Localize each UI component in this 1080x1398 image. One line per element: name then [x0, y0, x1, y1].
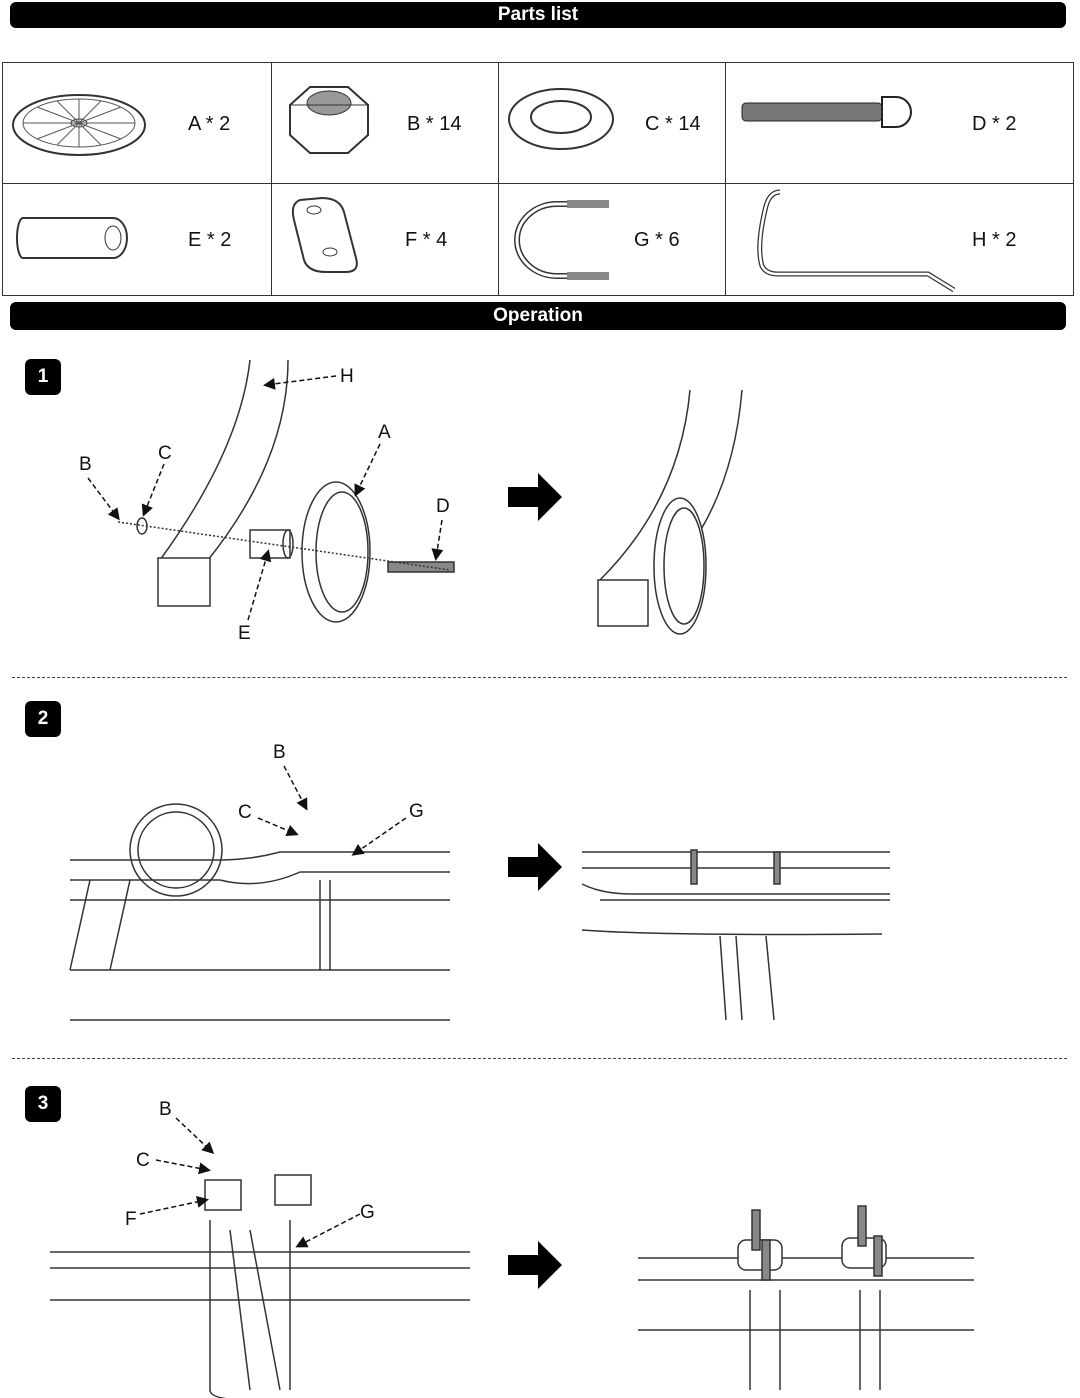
step-2-badge: 2: [25, 701, 61, 737]
parts-table: A * 2 B * 14 C * 14 D * 2 E * 2 F *: [2, 62, 1074, 296]
spacer-tube-icon: [16, 217, 128, 259]
part-f: F * 4: [271, 183, 499, 296]
hex-nut-icon: [289, 86, 369, 154]
callout-e: E: [238, 623, 251, 644]
part-label: B * 14: [407, 113, 462, 135]
handle-bar-icon: [757, 189, 956, 293]
part-label: F * 4: [405, 229, 448, 251]
callout-g: G: [360, 1202, 375, 1223]
callout-b: B: [79, 454, 92, 475]
part-label: H * 2: [972, 229, 1017, 251]
callout-h: H: [340, 366, 354, 387]
part-d: D * 2: [725, 62, 1074, 184]
u-bolt-icon: [514, 200, 609, 280]
callout-f: F: [125, 1209, 137, 1230]
part-label: D * 2: [972, 113, 1017, 135]
step-divider: [12, 677, 1067, 678]
callout-c: C: [238, 802, 252, 823]
step-divider: [12, 1058, 1067, 1059]
callout-b: B: [159, 1099, 172, 1120]
part-e: E * 2: [2, 183, 272, 296]
callout-c: C: [136, 1150, 150, 1171]
parts-list-header: Parts list: [10, 2, 1066, 28]
part-g: G * 6: [498, 183, 726, 296]
part-c: C * 14: [498, 62, 726, 184]
callout-a: A: [378, 422, 391, 443]
part-b: B * 14: [271, 62, 499, 184]
part-label: E * 2: [188, 229, 232, 251]
callout-c: C: [158, 443, 172, 464]
operation-header: Operation: [10, 302, 1066, 330]
step-1-badge: 1: [25, 359, 61, 395]
next-arrow-icons: [508, 473, 562, 1289]
callout-g: G: [409, 801, 424, 822]
plate-icon: [291, 196, 358, 273]
step-3-badge: 3: [25, 1086, 61, 1122]
bolt-icon: [741, 96, 912, 128]
wheel-icon: [12, 94, 146, 156]
washer-icon: [508, 88, 614, 150]
part-label: C * 14: [645, 113, 701, 135]
callout-d: D: [436, 496, 450, 517]
part-h: H * 2: [725, 183, 1074, 296]
part-label: G * 6: [634, 229, 680, 251]
part-label: A * 2: [188, 113, 231, 135]
callout-b: B: [273, 742, 286, 763]
